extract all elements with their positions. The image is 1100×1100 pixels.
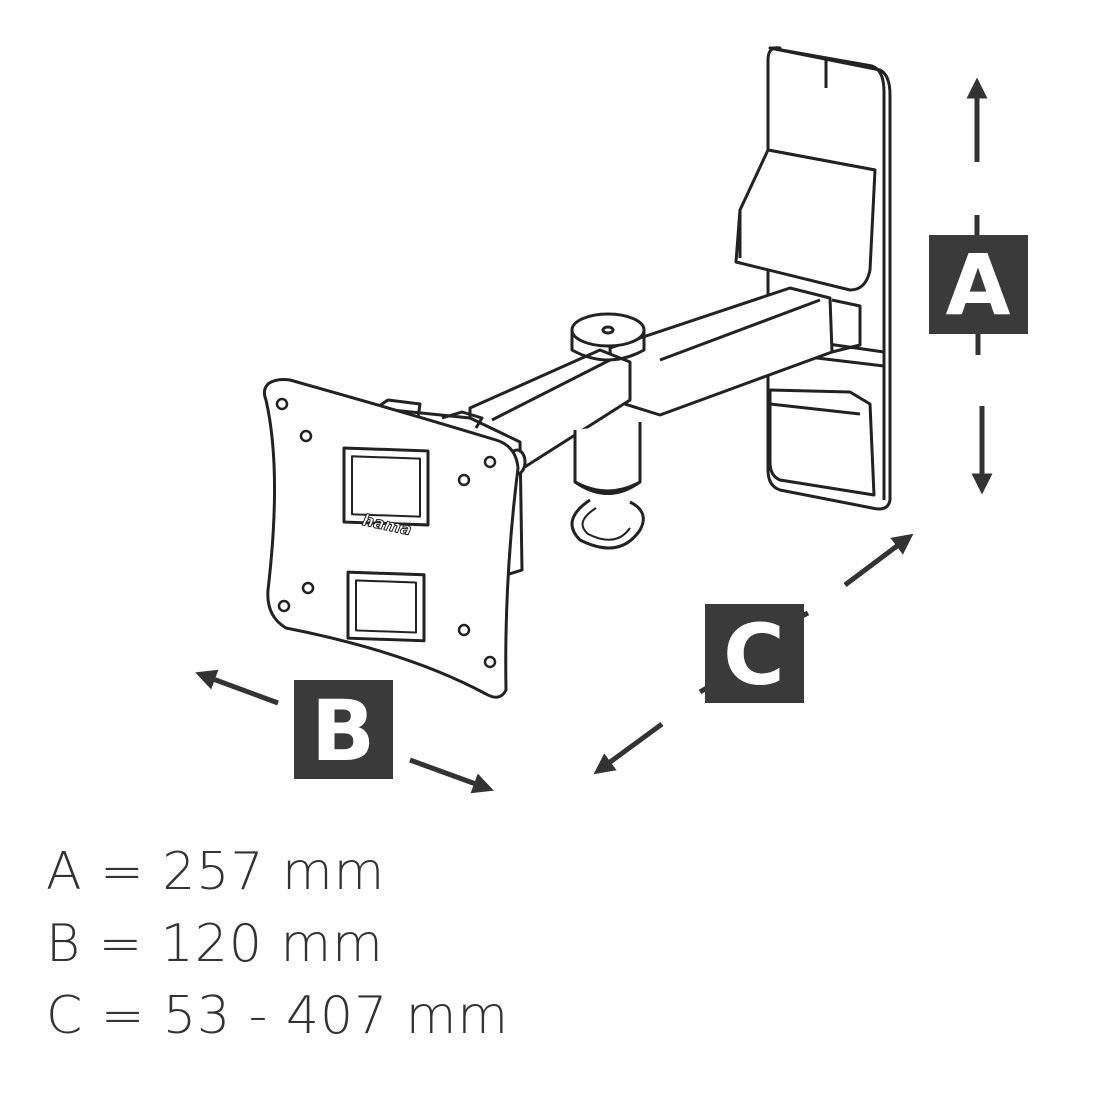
wall-plate: [734, 46, 892, 511]
articulating-arm: [468, 286, 862, 550]
dimension-b: B: [195, 669, 494, 794]
spec-a: A = 257 mm: [46, 842, 386, 902]
label-c: C: [723, 606, 785, 704]
arrow-b-right: [409, 757, 494, 794]
dimension-c: C: [593, 533, 914, 775]
spec-b: B = 120 mm: [46, 914, 384, 974]
spec-c: C = 53 - 407 mm: [46, 986, 510, 1046]
dimension-a: A: [929, 77, 1028, 495]
label-a: A: [945, 236, 1010, 334]
arrow-b-left: [195, 669, 279, 706]
label-b: B: [311, 682, 375, 780]
arrow-c-down-left: [593, 721, 664, 775]
label-b-box: [294, 680, 393, 779]
dimension-specs: A = 257 mm B = 120 mm C = 53 - 407 mm: [46, 836, 509, 1052]
label-a-box: [929, 235, 1028, 334]
label-c-box: [705, 604, 804, 703]
vesa-plate: hama: [262, 378, 520, 699]
arrow-c-up-right: [843, 533, 914, 587]
